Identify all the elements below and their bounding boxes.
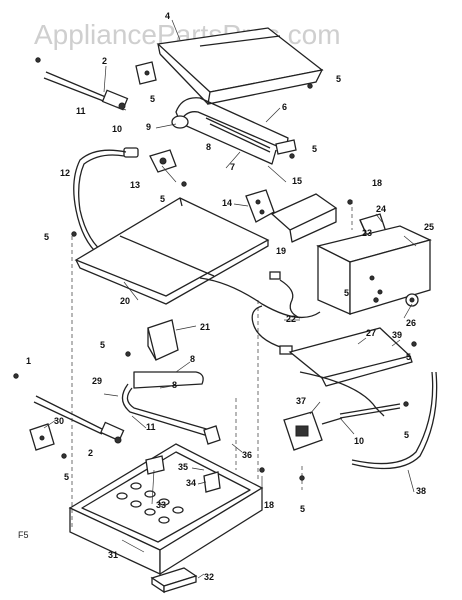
bracket-top xyxy=(135,61,157,85)
callout-5-h: 5 xyxy=(406,352,411,362)
callout-24: 24 xyxy=(376,204,386,214)
module-21 xyxy=(147,319,179,361)
broiler-pan-top xyxy=(156,27,324,105)
callout-5-b: 5 xyxy=(336,74,341,84)
callout-10-top: 10 xyxy=(112,124,122,134)
callout-31: 31 xyxy=(108,550,118,560)
pad-32 xyxy=(150,567,198,594)
callout-12: 12 xyxy=(60,168,70,178)
igniter-lower xyxy=(33,395,125,444)
wire-harness xyxy=(199,271,321,355)
callout-33: 33 xyxy=(156,500,166,510)
callout-7: 7 xyxy=(230,162,235,172)
bottom-tray-31 xyxy=(68,443,264,576)
callout-20: 20 xyxy=(120,296,130,306)
callout-9: 9 xyxy=(146,122,151,132)
callout-2-top: 2 xyxy=(102,56,107,66)
callout-5-e: 5 xyxy=(44,232,49,242)
callout-5-i: 5 xyxy=(404,430,409,440)
callout-35: 35 xyxy=(178,462,188,472)
callout-21: 21 xyxy=(200,322,210,332)
shield-39 xyxy=(288,327,413,387)
leader-lines xyxy=(43,19,417,579)
callout-5-f: 5 xyxy=(344,288,349,298)
callout-39: 39 xyxy=(392,330,402,340)
orifice-fitting-top xyxy=(123,147,177,173)
gas-valve-37 xyxy=(283,411,343,451)
broiler-pan-20 xyxy=(74,197,270,305)
bracket-30 xyxy=(29,423,55,451)
callout-6: 6 xyxy=(282,102,287,112)
switch-14 xyxy=(245,189,275,223)
callout-8-b: 8 xyxy=(190,354,195,364)
figure-label: F5 xyxy=(18,530,29,540)
connector-26 xyxy=(405,293,419,307)
tray-slots xyxy=(116,482,184,524)
callout-27: 27 xyxy=(366,328,376,338)
callout-14: 14 xyxy=(222,198,232,208)
broil-burner xyxy=(171,97,297,165)
callout-34: 34 xyxy=(186,478,196,488)
callout-1: 1 xyxy=(26,356,31,366)
bracket-33-34 xyxy=(145,455,221,493)
callout-5-d: 5 xyxy=(160,194,165,204)
callout-25: 25 xyxy=(424,222,434,232)
callout-36: 36 xyxy=(242,450,252,460)
callout-26: 26 xyxy=(406,318,416,328)
callouts: 4 2 5 5 11 6 9 8 10 5 7 12 13 15 5 18 14… xyxy=(26,11,434,582)
callout-19: 19 xyxy=(276,246,286,256)
callout-18-low: 18 xyxy=(264,500,274,510)
callout-11-top: 11 xyxy=(76,106,86,116)
callout-29: 29 xyxy=(92,376,102,386)
alignment-lines xyxy=(71,200,353,528)
callout-5-c: 5 xyxy=(312,144,317,154)
callout-8-a: 8 xyxy=(206,142,211,152)
callout-11-low: 11 xyxy=(146,422,156,432)
callout-8-c: 8 xyxy=(172,380,177,390)
callout-2-low: 2 xyxy=(88,448,93,458)
callout-5-k: 5 xyxy=(300,504,305,514)
callout-15: 15 xyxy=(292,176,302,186)
callout-5-a: 5 xyxy=(150,94,155,104)
bake-burner xyxy=(121,371,221,445)
callout-10-low: 10 xyxy=(354,436,364,446)
callout-38: 38 xyxy=(416,486,426,496)
callout-30: 30 xyxy=(54,416,64,426)
shield-19 xyxy=(270,193,338,243)
callout-13: 13 xyxy=(130,180,140,190)
gas-tube-38 xyxy=(351,371,438,470)
callout-37: 37 xyxy=(296,396,306,406)
callout-32: 32 xyxy=(204,572,214,582)
callout-22: 22 xyxy=(286,314,296,324)
callout-5-j: 5 xyxy=(64,472,69,482)
callout-4: 4 xyxy=(165,11,170,21)
callout-18-top: 18 xyxy=(372,178,382,188)
callout-23: 23 xyxy=(362,228,372,238)
igniter-top xyxy=(43,71,129,111)
callout-5-g: 5 xyxy=(100,340,105,350)
valve-tube xyxy=(299,371,401,419)
